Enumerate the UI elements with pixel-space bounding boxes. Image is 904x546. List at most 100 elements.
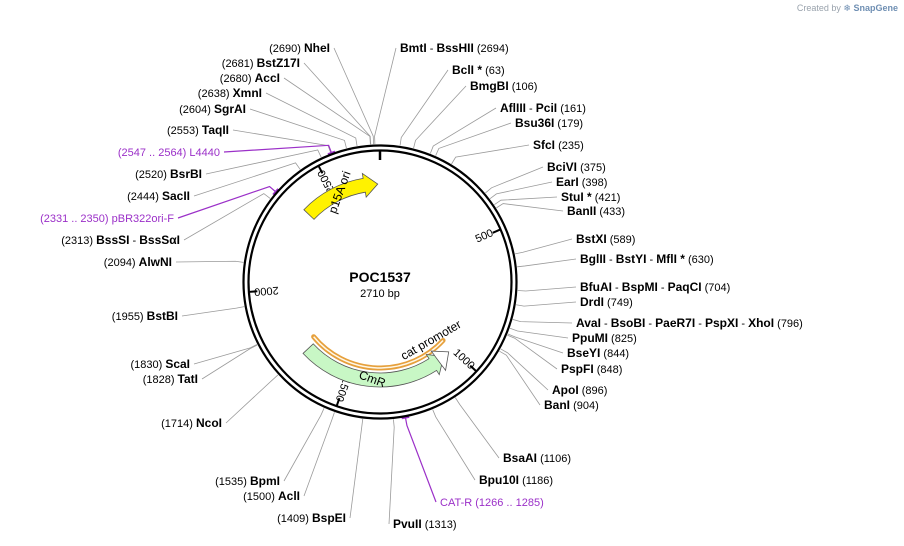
primer-site-marker xyxy=(401,415,410,420)
site-label: BanI (904) xyxy=(544,398,599,412)
site-label: DrdI (749) xyxy=(580,295,633,309)
site-label: (1830) ScaI xyxy=(130,357,190,371)
site-separator: - xyxy=(129,235,139,247)
site-name: Bsu36I xyxy=(515,116,554,130)
site-label: BstXI (589) xyxy=(576,232,635,246)
site-position: (704) xyxy=(702,282,731,294)
leader-line xyxy=(193,162,301,197)
site-position: (1535) xyxy=(215,476,250,488)
watermark-brand: SnapGene xyxy=(853,3,898,13)
leader-line xyxy=(509,327,569,339)
site-position: (1828) xyxy=(143,374,178,386)
site-position: (848) xyxy=(594,364,623,376)
leader-line xyxy=(517,258,577,268)
site-name: AlwNI xyxy=(139,255,172,269)
site-position: (106) xyxy=(509,81,538,93)
site-position: (2553) xyxy=(167,125,202,137)
site-position: (235) xyxy=(555,140,584,152)
site-position: (2690) xyxy=(269,43,304,55)
site-name: BsoBI xyxy=(611,316,646,330)
leader-line xyxy=(451,144,530,165)
leader-line xyxy=(507,334,558,370)
leader-line xyxy=(429,107,497,154)
plasmid-length: 2710 bp xyxy=(360,288,400,300)
site-label: AflIII - PciI (161) xyxy=(500,101,586,115)
primer-site-marker xyxy=(327,150,336,156)
site-label: (2520) BsrBI xyxy=(135,167,202,181)
site-name: DrdI xyxy=(580,295,604,309)
site-name: pBR322ori-F xyxy=(112,213,175,225)
site-label: PvuII (1313) xyxy=(393,517,457,531)
site-position: (749) xyxy=(604,297,633,309)
site-label: SfcI (235) xyxy=(533,138,584,152)
site-star: * xyxy=(584,190,592,204)
site-name: PaeR7I xyxy=(655,316,695,330)
site-label: AvaI - BsoBI - PaeR7I - PspXI - XhoI (79… xyxy=(576,316,803,330)
site-name: SfcI xyxy=(533,138,555,152)
site-name: BfuAI xyxy=(580,280,612,294)
site-separator: - xyxy=(601,318,611,330)
feature-p15a-ori xyxy=(303,172,379,220)
site-label: (2690) NheI xyxy=(269,41,330,55)
site-position: (2094) xyxy=(104,257,139,269)
site-name: PpuMI xyxy=(572,331,608,345)
site-star: * xyxy=(677,252,685,266)
site-name: AccI xyxy=(255,71,280,85)
site-position: (896) xyxy=(579,385,608,397)
site-name: BssSI xyxy=(96,233,129,247)
site-label: BseYI (844) xyxy=(567,346,629,360)
site-name: BmgBI xyxy=(470,79,509,93)
site-position: (2680) xyxy=(220,73,255,85)
site-position: (179) xyxy=(554,118,583,130)
leader-line xyxy=(283,77,371,145)
site-position: (2638) xyxy=(198,88,233,100)
site-position: (1830) xyxy=(130,359,165,371)
site-position: (1186) xyxy=(519,475,553,487)
plasmid-name: POC1537 xyxy=(349,269,411,285)
leader-line xyxy=(413,85,467,149)
site-name: BssSαI xyxy=(139,233,180,247)
site-position: (2681) xyxy=(222,58,257,70)
tick-mark xyxy=(469,364,478,373)
site-label: (1535) BpmI xyxy=(215,474,280,488)
leader-line xyxy=(499,350,541,406)
site-label: (2094) AlwNI xyxy=(104,255,172,269)
site-position: (2313) xyxy=(61,235,96,247)
leader-line xyxy=(249,108,347,149)
leader-line xyxy=(515,238,573,255)
tick-label: 2000 xyxy=(254,284,279,298)
site-name: BstBI xyxy=(147,309,178,323)
leader-line xyxy=(500,348,549,391)
site-position: (161) xyxy=(557,103,586,115)
leader-line xyxy=(349,418,364,519)
site-name: BclI xyxy=(452,63,474,77)
site-name: L4440 xyxy=(189,147,220,159)
leader-line xyxy=(181,306,245,317)
leader-line xyxy=(283,407,325,482)
site-position: (375) xyxy=(577,162,606,174)
site-label: (1828) TatI xyxy=(143,372,198,386)
leader-line xyxy=(399,69,449,146)
site-label: (1409) BspEI xyxy=(277,511,346,525)
site-name: BsaAI xyxy=(503,451,537,465)
leader-lines xyxy=(175,47,577,525)
watermark-prefix: Created by xyxy=(796,3,841,13)
site-name: ApoI xyxy=(552,383,579,397)
leader-line xyxy=(512,319,573,324)
site-position: (2331 .. 2350) xyxy=(40,213,112,225)
site-separator: - xyxy=(646,254,656,266)
leader-line xyxy=(454,397,500,459)
site-position: (1500) xyxy=(243,491,278,503)
site-label: BciVI (375) xyxy=(547,160,606,174)
site-name: BstZ17I xyxy=(257,56,300,70)
site-labels: BmtI - BssHII (2694)BclI * (63)BmgBI (10… xyxy=(40,41,803,531)
feature-cat-promoter xyxy=(430,350,450,372)
site-name: PspXI xyxy=(705,316,738,330)
site-name: BsrBI xyxy=(170,167,202,181)
site-name: StuI xyxy=(561,190,584,204)
site-name: BstYI xyxy=(616,252,647,266)
site-label: StuI * (421) xyxy=(561,190,620,204)
site-name: NheI xyxy=(304,41,330,55)
site-label: BglII - BstYI - MflI * (630) xyxy=(580,252,714,266)
